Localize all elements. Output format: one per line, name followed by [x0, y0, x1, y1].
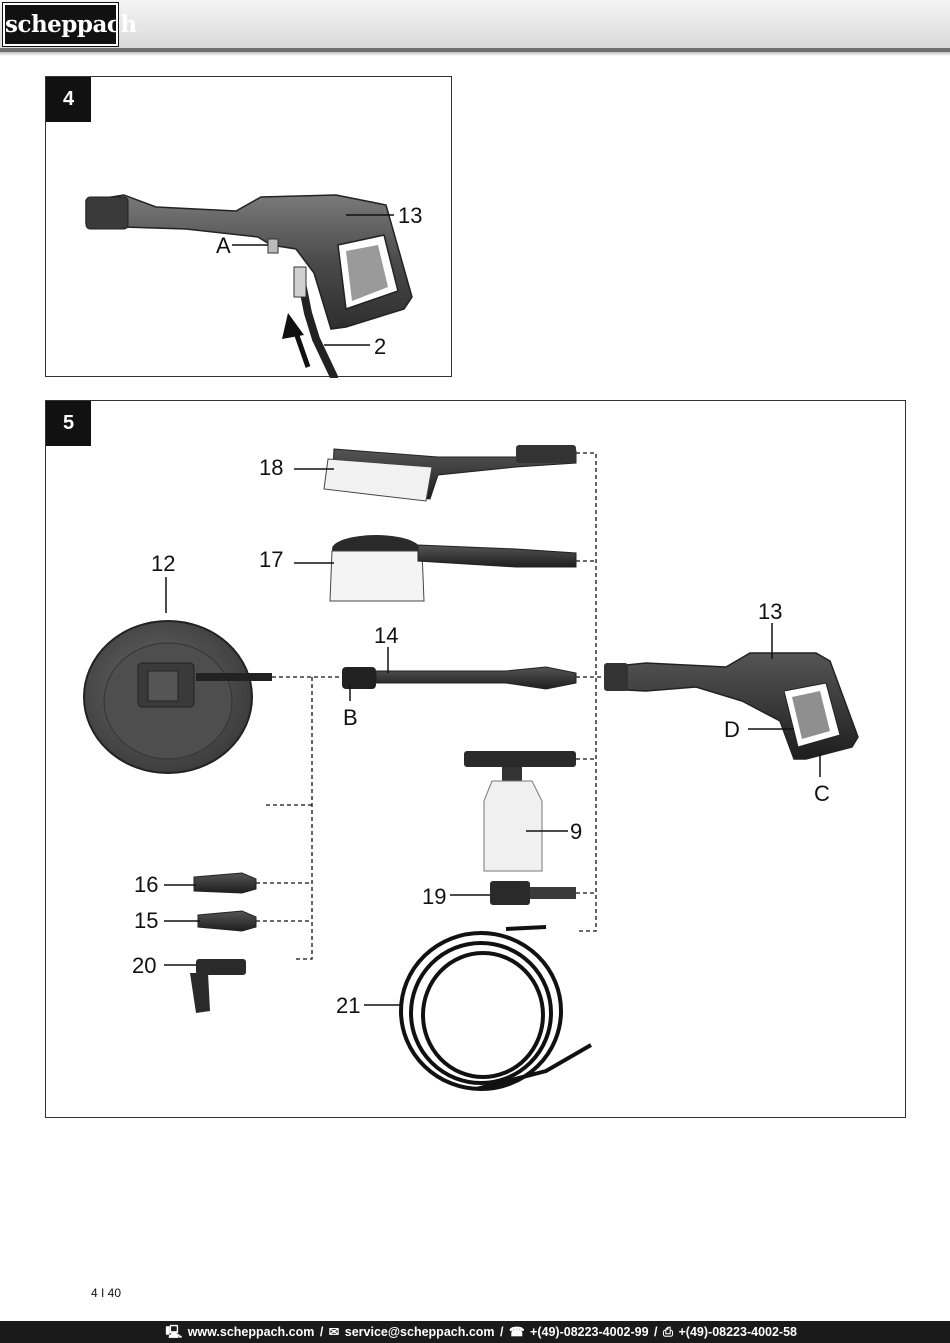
label-12: 12 [151, 551, 175, 576]
rotating-brush-illustration [329, 535, 577, 602]
figure-4: 4 13 A 2 [45, 76, 452, 378]
hose-coil-illustration [399, 925, 593, 1091]
spray-gun-illustration [604, 652, 859, 760]
page-number: 4 I 40 [91, 1286, 122, 1300]
footer-phone[interactable]: +(49)-08223-4002-99 [530, 1325, 649, 1339]
label-20: 20 [132, 953, 156, 978]
connection-lines [256, 452, 606, 960]
mail-icon: ✉ [328, 1325, 340, 1339]
scheppach-logo: scheppach [2, 2, 137, 47]
nozzle-19-illustration [490, 881, 576, 905]
header-shadow [0, 52, 950, 56]
figure-number: 5 [46, 401, 91, 446]
figure-number: 4 [46, 77, 91, 122]
insert-arrow [282, 313, 311, 368]
label-9: 9 [570, 819, 582, 844]
footer-website[interactable]: www.scheppach.com [187, 1325, 315, 1339]
label-b: B [343, 705, 358, 730]
page-footer: 🖳 www.scheppach.com / ✉ service@scheppac… [0, 1321, 950, 1343]
spray-gun-illustration [85, 194, 413, 330]
label-13: 13 [398, 203, 422, 228]
lance-illustration [342, 666, 577, 690]
label-16: 16 [134, 872, 158, 897]
fax-icon: ⎙ [663, 1325, 674, 1339]
label-14: 14 [374, 623, 398, 648]
label-c: C [814, 781, 830, 806]
page-header: scheppach [0, 0, 950, 50]
label-d: D [724, 717, 740, 742]
brush-illustration [323, 445, 577, 502]
label-2: 2 [374, 334, 386, 359]
figure-5-drawing: 18 17 12 14 B 13 D C 9 16 15 20 19 21 [83, 445, 859, 1091]
label-13: 13 [758, 599, 782, 624]
label-15: 15 [134, 908, 158, 933]
nozzles-illustration [190, 872, 257, 1013]
footer-separator: / [500, 1325, 504, 1339]
phone-icon: ☎ [508, 1325, 525, 1339]
label-18: 18 [259, 455, 283, 480]
footer-email[interactable]: service@scheppach.com [344, 1325, 495, 1339]
footer-separator: / [654, 1325, 658, 1339]
figure-4-drawing: 13 A 2 [85, 194, 422, 378]
label-21: 21 [336, 993, 360, 1018]
label-a: A [216, 233, 231, 258]
footer-fax: +(49)-08223-4002-58 [678, 1325, 798, 1339]
label-19: 19 [422, 884, 446, 909]
label-17: 17 [259, 547, 283, 572]
computer-icon: 🖳 [165, 1325, 183, 1339]
hose-illustration [293, 266, 338, 378]
surface-cleaner-illustration [83, 620, 272, 774]
foam-bottle-illustration [464, 751, 576, 872]
footer-separator: / [319, 1325, 324, 1339]
figure-5: 5 [45, 400, 906, 1118]
header-rule [0, 48, 950, 52]
